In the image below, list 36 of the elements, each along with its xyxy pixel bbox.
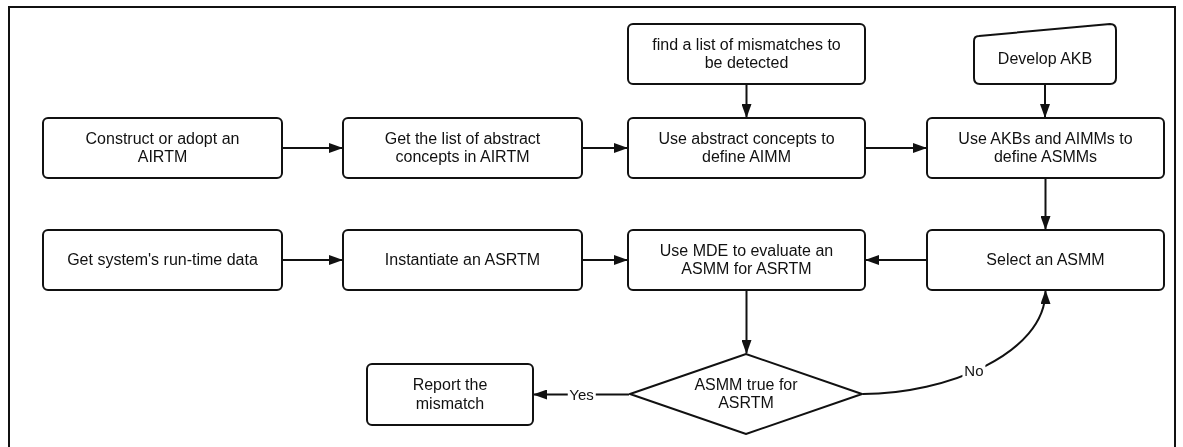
arrow [1040,84,1050,118]
process-box [926,117,1165,179]
step-text: find a list of mismatches to be detected [651,35,842,73]
process-box [627,229,866,291]
step-text: ASMM true for ASRTM [693,375,799,413]
process-box [342,117,583,179]
process-box [627,23,866,85]
decision-diamond [629,353,863,435]
arrow [862,290,1049,395]
arrow [1040,178,1051,230]
step-text: Use MDE to evaluate an ASMM for ASRTM [658,241,835,279]
step-text: Use abstract concepts to define AIMM [657,129,836,167]
arrow [865,255,927,265]
step-text: Construct or adopt an AIRTM [84,129,241,167]
process-box [926,229,1165,291]
arrow [582,255,628,265]
arrow [865,143,927,153]
step-text: Use AKBs and AIMMs to define ASMMs [957,129,1134,167]
process-box [627,117,866,179]
step-text: Get system's run-time data [66,250,259,270]
process-box [342,229,583,291]
edge-label: No [962,363,986,380]
arrow [741,290,752,354]
step-text: Select an ASMM [985,250,1106,270]
arrow [741,84,752,118]
arrow [582,143,628,153]
step-text: Develop AKB [996,49,1094,69]
step-text: Get the list of abstract concepts in AIRTM [383,129,542,167]
step-text: Instantiate an ASRTM [383,250,542,270]
process-box [42,229,283,291]
step-text: Report the mismatch [411,376,489,413]
arrow [282,143,343,153]
process-box [366,363,534,426]
process-box [42,117,283,179]
arrow [282,255,343,265]
manual-input-box [973,23,1117,85]
